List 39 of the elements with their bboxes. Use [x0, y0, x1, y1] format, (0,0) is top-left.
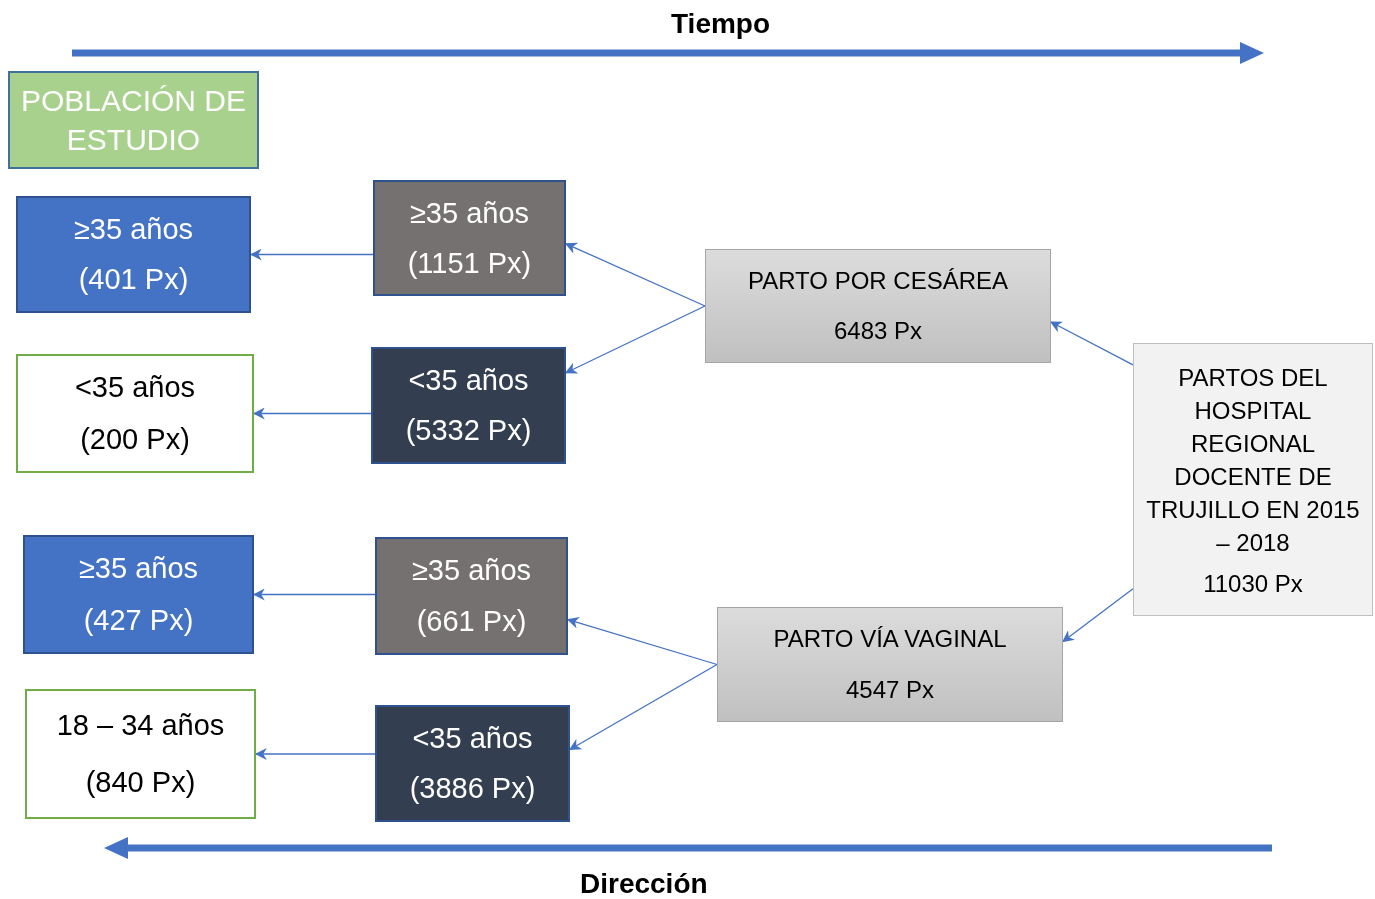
- box-heading: PARTO POR CESÁREA: [747, 267, 1009, 295]
- group-box: [8, 71, 259, 169]
- process-box: [373, 180, 566, 296]
- process-box: [375, 537, 568, 655]
- box-value: (3886 Px): [409, 772, 536, 806]
- box-heading: <35 años: [74, 371, 196, 405]
- box-value: (401 Px): [78, 263, 189, 297]
- box-value: 6483 Px: [833, 317, 923, 345]
- box-heading: ≥35 años: [411, 554, 532, 587]
- box-title: POBLACIÓN DE ESTUDIO: [20, 83, 247, 158]
- process-box: [16, 196, 251, 313]
- box-value: (840 Px): [85, 766, 196, 799]
- box-heading: <35 años: [408, 363, 529, 397]
- process-box: [1133, 343, 1373, 616]
- arrow: [1049, 321, 1134, 366]
- axis-label: Tiempo: [671, 8, 771, 40]
- box-value: (5332 Px): [405, 414, 532, 448]
- box-heading: ≥35 años: [73, 212, 194, 246]
- process-box: [705, 249, 1051, 363]
- process-box: [25, 689, 256, 819]
- box-heading: ≥35 años: [409, 196, 530, 230]
- box-value: (427 Px): [83, 603, 194, 637]
- process-box: [375, 705, 570, 822]
- box-heading: ≥35 años: [78, 552, 199, 586]
- process-box: [371, 347, 566, 464]
- process-box: [717, 607, 1063, 722]
- axis-label: Dirección: [580, 868, 708, 899]
- box-value: 4547 Px: [845, 675, 935, 704]
- process-box: [16, 354, 254, 473]
- box-value: (661 Px): [416, 605, 527, 638]
- box-heading: 18 – 34 años: [56, 709, 225, 742]
- box-value: 11030 Px: [1203, 570, 1303, 599]
- box-value: (200 Px): [80, 422, 190, 456]
- box-title: PARTOS DEL HOSPITAL REGIONAL DOCENTE DE TRUJILLO EN 2015 – 2018: [1145, 362, 1361, 559]
- box-value: (1151 Px): [407, 246, 532, 280]
- box-heading: <35 años: [412, 721, 533, 755]
- process-box: [23, 535, 254, 654]
- arrow: [1062, 588, 1134, 643]
- box-heading: PARTO VÍA VAGINAL: [773, 625, 1007, 654]
